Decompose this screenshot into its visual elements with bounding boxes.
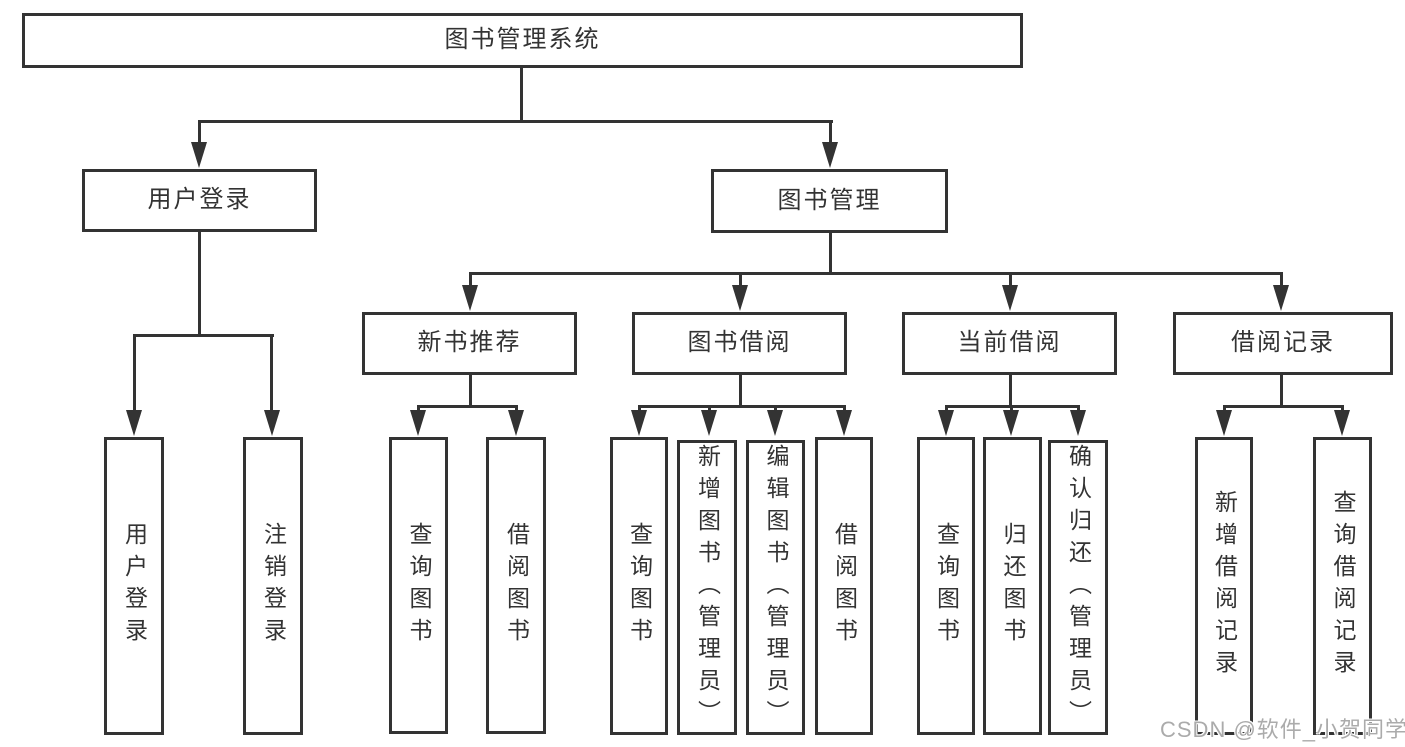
arrowhead-down-icon: [1216, 410, 1232, 436]
node-leaf-query-borrow-record: 查询借阅记录: [1313, 437, 1372, 735]
node-leaf-edit-book-admin: 编辑图书（管理员）: [746, 440, 805, 735]
node-current-borrowing-label: 当前借阅: [957, 329, 1062, 357]
node-leaf-return-books: 归还图书: [983, 437, 1042, 735]
node-leaf-query-books-3-label: 查询图书: [933, 522, 960, 650]
connector-line: [1223, 405, 1344, 408]
connector-line: [417, 405, 518, 408]
node-leaf-query-borrow-record-label: 查询借阅记录: [1330, 490, 1356, 682]
node-new-book-recommendation-label: 新书推荐: [417, 329, 522, 357]
node-leaf-edit-book-admin-label: 编辑图书（管理员）: [763, 443, 789, 732]
node-leaf-query-books-2: 查询图书: [610, 437, 668, 735]
node-leaf-query-books-1: 查询图书: [389, 437, 448, 734]
node-leaf-borrow-books-2-label: 借阅图书: [831, 522, 858, 650]
node-root-label: 图书管理系统: [444, 26, 601, 54]
node-leaf-add-book-admin: 新增图书（管理员）: [677, 440, 737, 735]
node-leaf-confirm-return-admin: 确认归还（管理员）: [1048, 440, 1108, 735]
connector-line: [739, 374, 742, 408]
connector-line: [133, 334, 274, 337]
node-leaf-add-borrow-record: 新增借阅记录: [1195, 437, 1253, 735]
arrowhead-down-icon: [1273, 285, 1289, 311]
arrowhead-down-icon: [1002, 285, 1018, 311]
connector-line: [1009, 272, 1012, 294]
arrowhead-down-icon: [264, 410, 280, 436]
connector-line: [1280, 374, 1283, 408]
node-leaf-query-books-1-label: 查询图书: [406, 521, 432, 650]
connector-line: [270, 334, 273, 414]
connector-line: [739, 272, 742, 294]
arrowhead-down-icon: [462, 285, 478, 311]
node-leaf-add-borrow-record-label: 新增借阅记录: [1211, 490, 1238, 682]
node-leaf-query-books-2-label: 查询图书: [626, 522, 653, 650]
arrowhead-down-icon: [701, 410, 717, 436]
node-borrowing-records-label: 借阅记录: [1231, 329, 1335, 357]
node-root: 图书管理系统: [22, 13, 1023, 68]
arrowhead-down-icon: [631, 410, 647, 436]
arrowhead-down-icon: [836, 410, 852, 436]
node-leaf-logout: 注销登录: [243, 437, 303, 735]
node-leaf-borrow-books-1: 借阅图书: [486, 437, 546, 734]
connector-line: [469, 272, 472, 294]
arrowhead-down-icon: [410, 410, 426, 436]
node-current-borrowing: 当前借阅: [902, 312, 1117, 375]
connector-line: [198, 120, 201, 158]
node-borrowing-records: 借阅记录: [1173, 312, 1393, 375]
connector-line: [469, 272, 1282, 275]
arrowhead-down-icon: [1070, 410, 1086, 436]
node-user-login-label: 用户登录: [147, 186, 252, 214]
node-leaf-borrow-books-2: 借阅图书: [815, 437, 873, 735]
connector-line: [469, 374, 472, 408]
node-leaf-logout-label: 注销登录: [260, 522, 287, 650]
node-leaf-confirm-return-admin-label: 确认归还（管理员）: [1065, 443, 1092, 732]
connector-line: [1009, 374, 1012, 408]
node-leaf-user-login: 用户登录: [104, 437, 164, 735]
connector-line: [133, 334, 136, 414]
connector-line: [198, 231, 201, 336]
node-book-management-label: 图书管理: [777, 186, 882, 214]
connector-line: [829, 232, 832, 275]
arrowhead-down-icon: [732, 285, 748, 311]
arrowhead-down-icon: [126, 410, 142, 436]
arrowhead-down-icon: [822, 142, 838, 168]
connector-line: [638, 405, 846, 408]
node-leaf-query-books-3: 查询图书: [917, 437, 975, 735]
arrowhead-down-icon: [938, 410, 954, 436]
connector-line: [829, 120, 832, 158]
arrowhead-down-icon: [1003, 410, 1019, 436]
connector-line: [198, 120, 833, 123]
arrowhead-down-icon: [191, 142, 207, 168]
arrowhead-down-icon: [508, 410, 524, 436]
node-new-book-recommendation: 新书推荐: [362, 312, 577, 375]
arrowhead-down-icon: [767, 410, 783, 436]
node-book-management: 图书管理: [711, 169, 948, 233]
node-book-borrowing: 图书借阅: [632, 312, 847, 375]
watermark: CSDN @软件_小贺同学: [1160, 717, 1405, 742]
node-leaf-borrow-books-1-label: 借阅图书: [503, 521, 530, 650]
node-leaf-return-books-label: 归还图书: [1000, 522, 1026, 650]
node-leaf-add-book-admin-label: 新增图书（管理员）: [694, 443, 721, 732]
node-user-login: 用户登录: [82, 169, 317, 232]
node-leaf-user-login-label: 用户登录: [121, 522, 148, 650]
arrowhead-down-icon: [1334, 410, 1350, 436]
connector-line: [1280, 272, 1283, 294]
node-book-borrowing-label: 图书借阅: [687, 329, 792, 357]
connector-line: [520, 66, 523, 122]
